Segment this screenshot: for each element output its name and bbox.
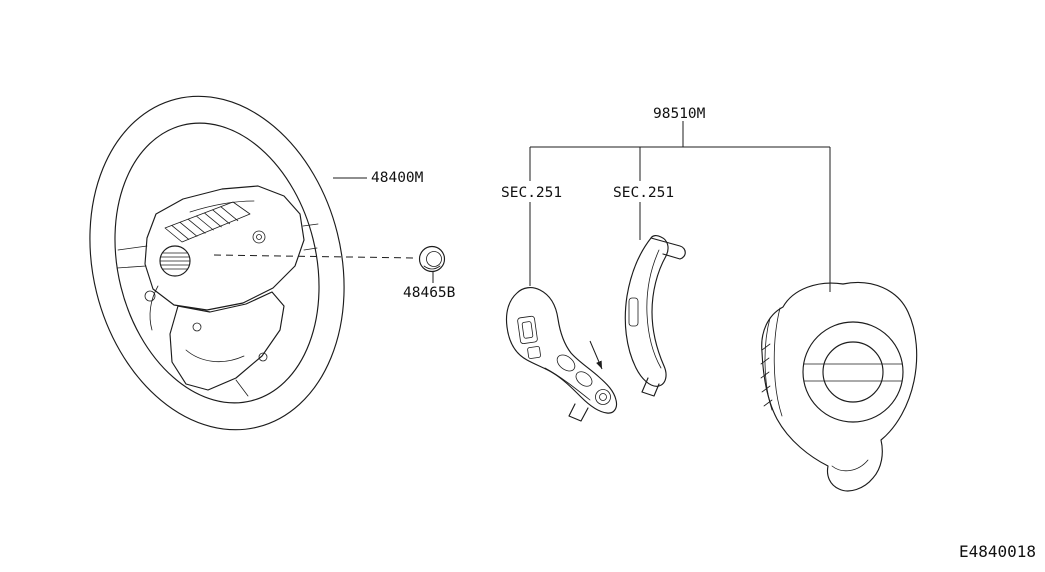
part-label-98510m[interactable]: 98510M bbox=[653, 106, 706, 122]
switch-drawing-right bbox=[624, 235, 686, 397]
arrow-icon bbox=[589, 340, 603, 370]
coil-symbol bbox=[159, 245, 191, 277]
part-label-48465b[interactable]: 48465B bbox=[403, 285, 456, 301]
edge-hatch bbox=[760, 343, 773, 407]
switch-drawing-left bbox=[505, 287, 618, 422]
steering-wheel-drawing bbox=[89, 95, 345, 431]
sec-ref-label-right[interactable]: SEC.251 bbox=[613, 185, 674, 201]
part-label-48400m[interactable]: 48400M bbox=[371, 170, 424, 186]
bracket-98510m bbox=[529, 121, 831, 292]
lock-nut-drawing bbox=[418, 245, 446, 273]
hatch-pattern bbox=[164, 201, 251, 243]
airbag-module-drawing bbox=[760, 281, 918, 492]
dashed-leader-48465b bbox=[213, 254, 418, 259]
diagram-code-label: E4840018 bbox=[959, 542, 1036, 561]
brand-emblem-icon bbox=[802, 321, 904, 423]
part-labels: 48400M 48465B 98510M SEC.251 SEC.251 E48… bbox=[371, 106, 1036, 561]
sec-ref-label-left[interactable]: SEC.251 bbox=[501, 185, 562, 201]
callout-lines bbox=[213, 121, 831, 370]
